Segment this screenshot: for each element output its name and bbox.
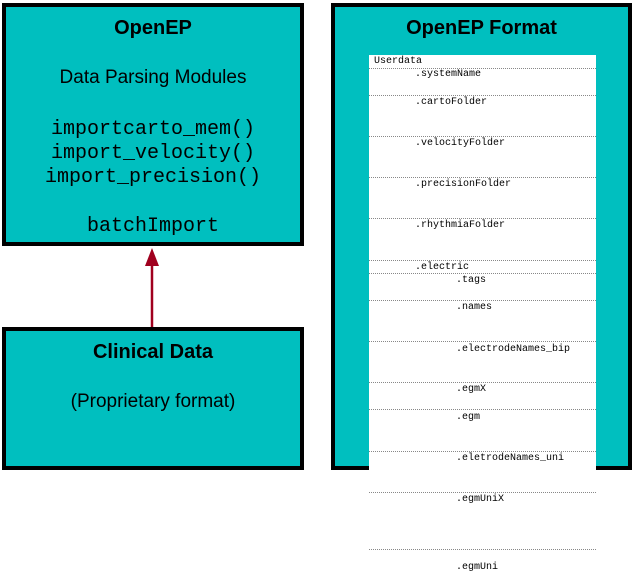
- openep-title: OpenEP: [114, 17, 192, 39]
- clinical-title: Clinical Data: [92, 341, 214, 363]
- separator: [369, 492, 596, 493]
- function-importcarto: importcarto_mem(): [50, 118, 256, 141]
- separator: [369, 341, 596, 342]
- arrow-head: [145, 248, 159, 266]
- field-electrodenames-bip: .electrodeNames_bip: [456, 344, 571, 355]
- openep-subtitle: Data Parsing Modules: [59, 67, 247, 88]
- field-names: .names: [456, 302, 493, 313]
- field-velocityfolder: .velocityFolder: [415, 138, 506, 149]
- separator: [369, 300, 596, 301]
- separator: [369, 273, 596, 274]
- separator: [369, 260, 596, 261]
- separator: [369, 451, 596, 452]
- separator: [369, 409, 596, 410]
- field-precisionfolder: .precisionFolder: [415, 179, 512, 190]
- openep-box: OpenEP Data Parsing Modules importcarto_…: [2, 3, 304, 246]
- clinical-subtitle: (Proprietary format): [70, 391, 236, 412]
- separator: [369, 136, 596, 137]
- separator: [369, 177, 596, 178]
- field-tags: .tags: [456, 275, 487, 286]
- userdata-structure: Userdata .systemName .cartoFolder .veloc…: [369, 55, 596, 579]
- field-rhythmiafolder: .rhythmiaFolder: [415, 220, 506, 231]
- function-import-velocity: import_velocity(): [50, 142, 256, 165]
- field-eletrodenames-uni: .eletrodeNames_uni: [456, 453, 565, 464]
- function-batch-import: batchImport: [86, 215, 220, 238]
- separator: [369, 68, 596, 69]
- field-egmx: .egmX: [456, 384, 487, 395]
- field-egmunix: .egmUniX: [456, 494, 505, 505]
- field-cartofolder: .cartoFolder: [415, 97, 488, 108]
- field-electric: .electric: [415, 262, 470, 273]
- separator: [369, 382, 596, 383]
- field-egm: .egm: [456, 412, 481, 423]
- format-title: OpenEP Format: [406, 17, 557, 39]
- function-import-precision: import_precision(): [44, 166, 262, 189]
- userdata-root: Userdata: [374, 56, 423, 67]
- field-egmuni: .egmUni: [456, 562, 499, 573]
- field-systemname: .systemName: [415, 69, 482, 80]
- separator: [369, 95, 596, 96]
- separator: [369, 549, 596, 550]
- separator: [369, 218, 596, 219]
- clinical-data-box: Clinical Data (Proprietary format): [2, 327, 304, 470]
